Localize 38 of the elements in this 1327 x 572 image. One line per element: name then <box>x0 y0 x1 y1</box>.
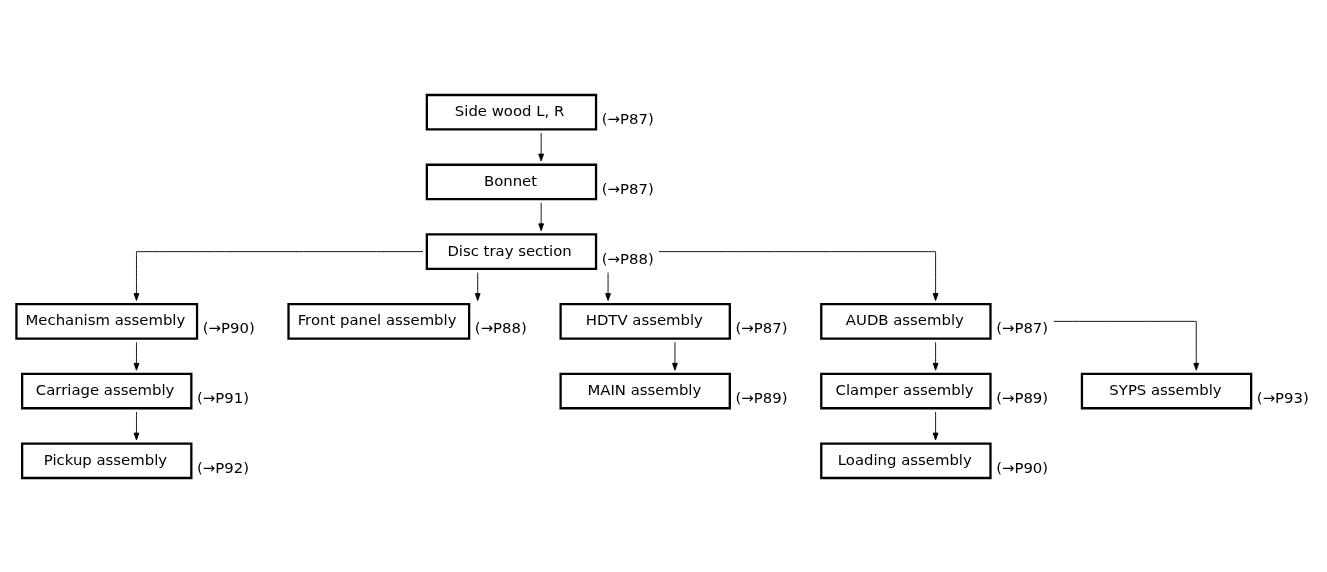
node-box: Disc tray section <box>425 232 598 270</box>
arrow <box>605 271 611 301</box>
node-box: AUDB assembly <box>820 302 992 340</box>
node-box: Pickup assembly <box>21 442 193 479</box>
arrow <box>538 201 545 231</box>
arrow <box>932 341 939 371</box>
node-box: Mechanism assembly <box>15 302 199 340</box>
node-label: (→P89) <box>996 388 1049 407</box>
arrow <box>133 341 140 371</box>
node-box: Bonnet <box>425 163 598 200</box>
node-label: (→P89) <box>735 388 788 407</box>
node-label: (→P92) <box>197 458 249 477</box>
node-label: (→P91) <box>197 388 249 407</box>
node-label: (→P88) <box>474 318 527 337</box>
arrow <box>1053 320 1200 371</box>
node-box: Front panel assembly <box>287 302 471 340</box>
arrow <box>932 411 939 440</box>
arrow <box>474 271 481 301</box>
node-box: SYPS assembly <box>1080 372 1253 409</box>
arrow <box>133 250 424 301</box>
node-label: (→P87) <box>735 318 788 337</box>
node-box: Clamper assembly <box>820 372 992 409</box>
node-box: Carriage assembly <box>21 372 193 409</box>
node-label: (→P90) <box>202 318 255 337</box>
arrow <box>538 132 545 161</box>
node-label: (→P90) <box>996 458 1049 477</box>
arrow <box>672 341 678 371</box>
node-label: (→P87) <box>996 318 1049 337</box>
node-box: HDTV assembly <box>559 302 731 340</box>
node-label: (→P88) <box>601 249 654 268</box>
node-label: (→P87) <box>601 109 654 128</box>
node-label: (→P87) <box>601 179 654 198</box>
node-box: MAIN assembly <box>559 372 731 409</box>
arrow <box>658 250 939 301</box>
node-box: Side wood L, R <box>425 93 598 130</box>
node-label: (→P93) <box>1256 388 1309 407</box>
node-box: Loading assembly <box>820 442 992 479</box>
arrow <box>133 411 140 440</box>
